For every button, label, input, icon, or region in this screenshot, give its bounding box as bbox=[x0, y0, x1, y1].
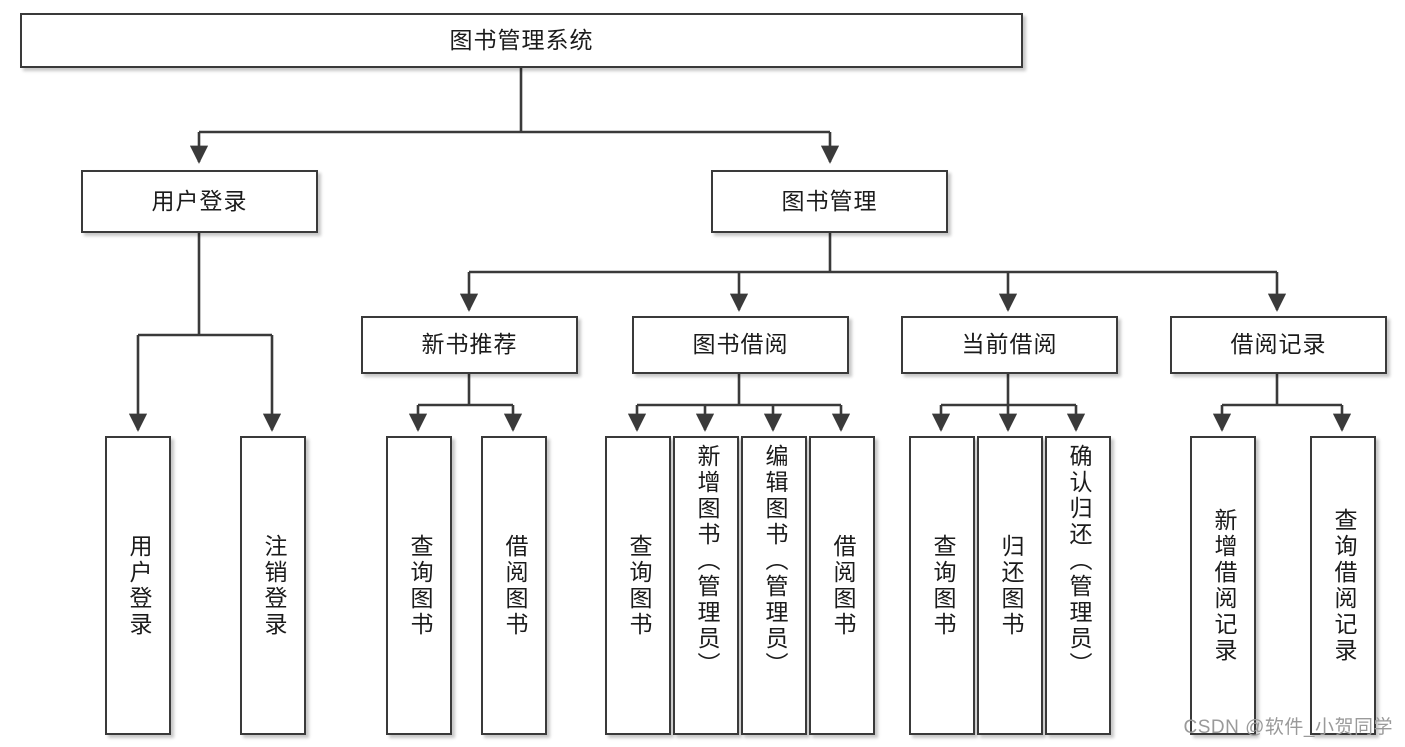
node-leaf-query-book-1[interactable]: 查询图书 bbox=[386, 436, 452, 735]
node-leaf-add-record[interactable]: 新增借阅记录 bbox=[1190, 436, 1256, 735]
node-leaf-edit-book-label: 编辑图书（管理员） bbox=[761, 444, 788, 678]
node-leaf-query-book-2[interactable]: 查询图书 bbox=[605, 436, 671, 735]
node-leaf-borrow-book-2[interactable]: 借阅图书 bbox=[809, 436, 875, 735]
node-leaf-borrow-book-2-label: 借阅图书 bbox=[829, 533, 856, 638]
node-user-login-label: 用户登录 bbox=[151, 187, 248, 214]
node-root-label: 图书管理系统 bbox=[449, 26, 594, 53]
node-user-login[interactable]: 用户登录 bbox=[81, 170, 318, 233]
node-borrow-record-label: 借阅记录 bbox=[1230, 331, 1327, 358]
node-borrow-record[interactable]: 借阅记录 bbox=[1170, 316, 1387, 374]
node-book-manage[interactable]: 图书管理 bbox=[711, 170, 948, 233]
node-leaf-query-book-3[interactable]: 查询图书 bbox=[909, 436, 975, 735]
node-current-borrow[interactable]: 当前借阅 bbox=[901, 316, 1118, 374]
node-leaf-confirm-return[interactable]: 确认归还（管理员） bbox=[1045, 436, 1111, 735]
node-leaf-query-book-1-label: 查询图书 bbox=[406, 533, 433, 638]
node-leaf-query-record-label: 查询借阅记录 bbox=[1330, 507, 1357, 664]
node-root[interactable]: 图书管理系统 bbox=[20, 13, 1023, 68]
node-leaf-edit-book[interactable]: 编辑图书（管理员） bbox=[741, 436, 807, 735]
node-leaf-query-record[interactable]: 查询借阅记录 bbox=[1310, 436, 1376, 735]
node-leaf-add-record-label: 新增借阅记录 bbox=[1210, 507, 1237, 664]
node-leaf-borrow-book-1-label: 借阅图书 bbox=[501, 533, 528, 638]
node-leaf-logout[interactable]: 注销登录 bbox=[240, 436, 306, 735]
node-leaf-add-book[interactable]: 新增图书（管理员） bbox=[673, 436, 739, 735]
node-leaf-return-book-label: 归还图书 bbox=[997, 533, 1024, 638]
node-leaf-logout-label: 注销登录 bbox=[260, 533, 287, 638]
node-leaf-confirm-return-label: 确认归还（管理员） bbox=[1065, 444, 1092, 678]
node-leaf-add-book-label: 新增图书（管理员） bbox=[693, 444, 720, 678]
node-book-borrow-label: 图书借阅 bbox=[692, 331, 789, 358]
node-book-manage-label: 图书管理 bbox=[781, 187, 878, 214]
node-book-borrow[interactable]: 图书借阅 bbox=[632, 316, 849, 374]
node-new-book-recommend-label: 新书推荐 bbox=[421, 331, 518, 358]
node-leaf-borrow-book-1[interactable]: 借阅图书 bbox=[481, 436, 547, 735]
node-leaf-return-book[interactable]: 归还图书 bbox=[977, 436, 1043, 735]
node-leaf-query-book-3-label: 查询图书 bbox=[929, 533, 956, 638]
node-leaf-query-book-2-label: 查询图书 bbox=[625, 533, 652, 638]
node-new-book-recommend[interactable]: 新书推荐 bbox=[361, 316, 578, 374]
node-leaf-user-login-label: 用户登录 bbox=[125, 533, 152, 638]
node-leaf-user-login[interactable]: 用户登录 bbox=[105, 436, 171, 735]
node-current-borrow-label: 当前借阅 bbox=[961, 331, 1058, 358]
